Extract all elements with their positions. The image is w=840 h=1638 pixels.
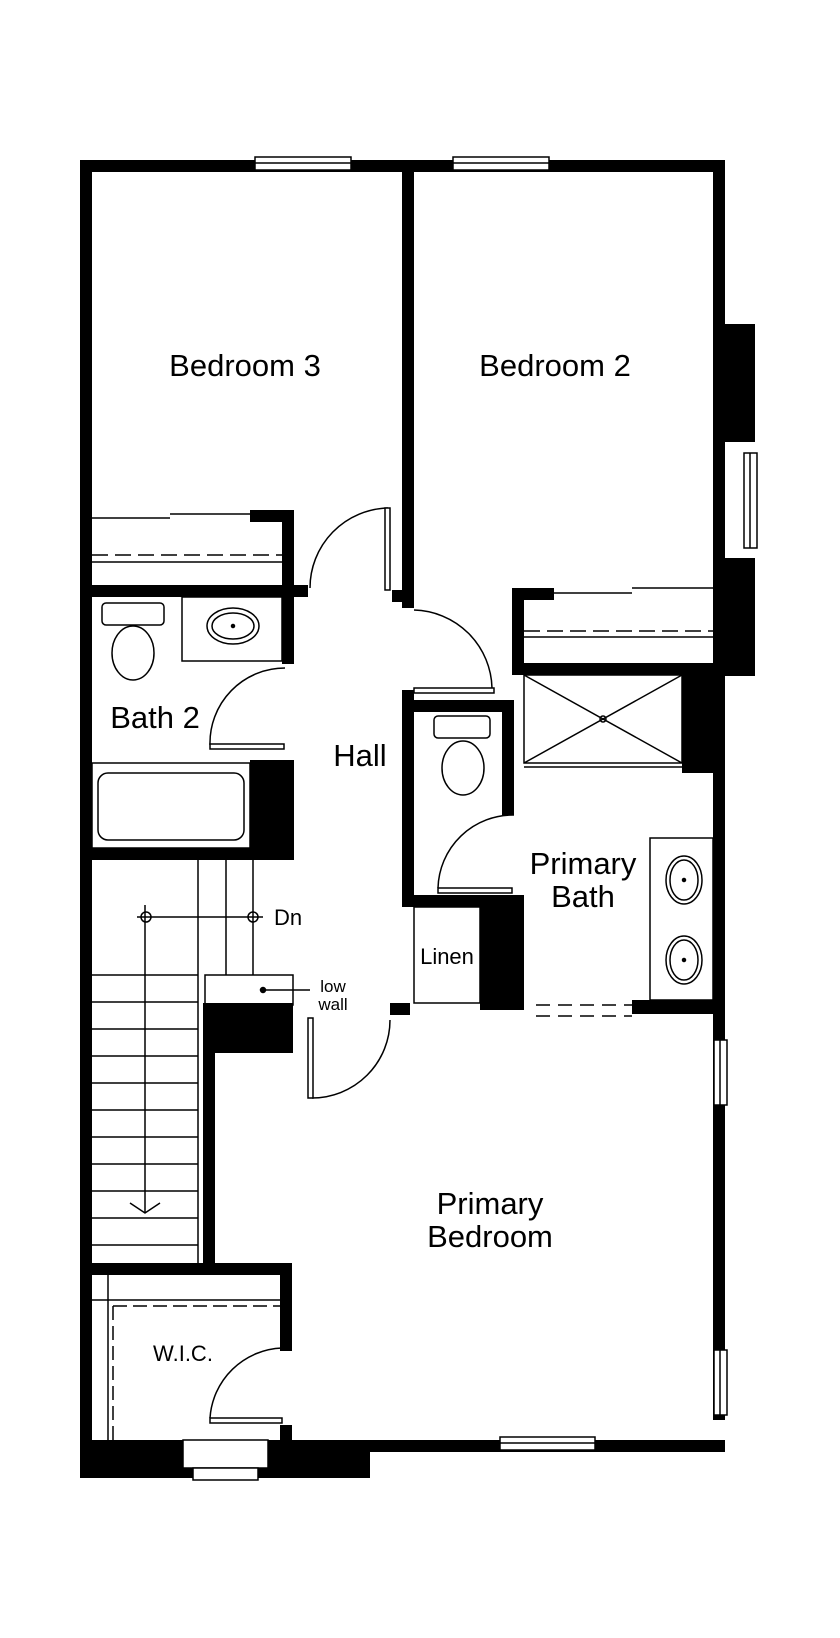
linen-closet — [413, 906, 481, 1004]
toilet-icon — [441, 740, 485, 796]
sink-icon — [665, 855, 703, 905]
bathtub-icon — [97, 772, 245, 841]
room-label-bath2: Bath 2 — [110, 700, 200, 735]
sink-icon — [665, 935, 703, 985]
closet-shelves — [92, 513, 713, 1440]
toilet-icon — [111, 625, 155, 681]
stairs-down-label: Dn — [273, 905, 303, 930]
room-label-hall: Hall — [333, 738, 387, 773]
shower-icon — [523, 674, 683, 764]
fixtures — [91, 596, 714, 1004]
interior-walls — [80, 160, 725, 1445]
toilet-tank-icon — [433, 715, 491, 739]
low-wall-label: low wall — [318, 977, 348, 1014]
vanity-counter — [181, 596, 283, 662]
toilet-tank-icon — [101, 602, 165, 626]
room-label-bedroom2: Bedroom 2 — [479, 348, 631, 383]
double-vanity — [649, 837, 714, 1001]
doors — [209, 507, 632, 1424]
room-label-primary-bath: Primary Bath — [529, 846, 637, 914]
room-label-wic: W.I.C. — [153, 1341, 213, 1366]
room-label-primary-bedroom: Primary Bedroom — [427, 1186, 553, 1254]
windows — [182, 156, 758, 1481]
room-label-bedroom3: Bedroom 3 — [169, 348, 321, 383]
room-label-linen: Linen — [420, 944, 474, 969]
sink-icon — [206, 607, 260, 645]
staircase — [92, 860, 310, 1263]
